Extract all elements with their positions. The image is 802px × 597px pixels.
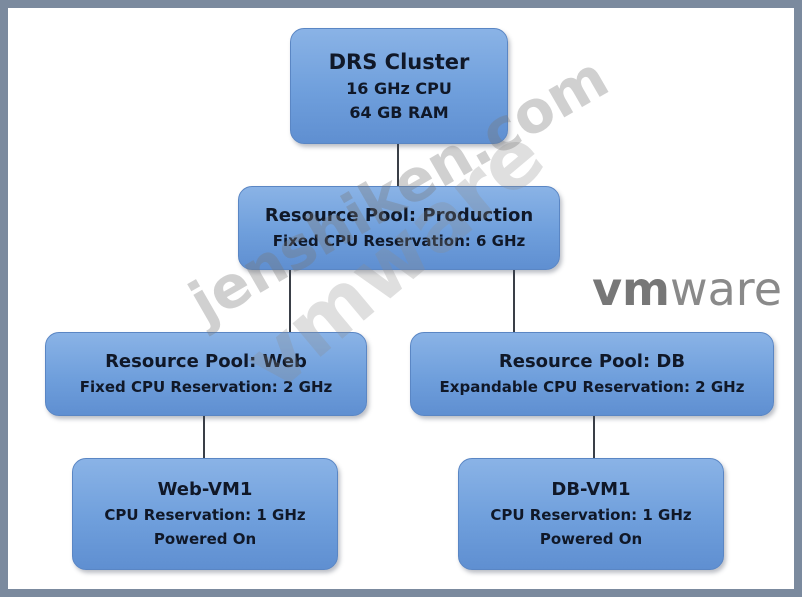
diagram-canvas: DRS Cluster 16 GHz CPU 64 GB RAM Resourc… — [8, 8, 794, 589]
node-detail: Powered On — [539, 530, 643, 548]
node-resource-pool-production: Resource Pool: Production Fixed CPU Rese… — [238, 186, 560, 270]
node-title: Resource Pool: Web — [105, 351, 307, 372]
node-detail: 64 GB RAM — [349, 103, 449, 122]
node-detail: Expandable CPU Reservation: 2 GHz — [439, 378, 745, 396]
node-detail: CPU Reservation: 1 GHz — [490, 506, 692, 524]
node-drs-cluster: DRS Cluster 16 GHz CPU 64 GB RAM — [290, 28, 508, 144]
node-title: DB-VM1 — [551, 479, 631, 500]
node-title: Web-VM1 — [157, 479, 253, 500]
connector-lines — [203, 144, 595, 460]
node-detail: Fixed CPU Reservation: 6 GHz — [272, 232, 526, 250]
node-detail: CPU Reservation: 1 GHz — [104, 506, 306, 524]
node-db-vm1: DB-VM1 CPU Reservation: 1 GHz Powered On — [458, 458, 724, 570]
vmware-logo-watermark: vmware — [592, 262, 782, 316]
node-detail: Powered On — [153, 530, 257, 548]
node-title: Resource Pool: Production — [264, 205, 534, 226]
node-detail: 16 GHz CPU — [346, 79, 452, 98]
node-title: DRS Cluster — [328, 50, 470, 74]
logo-vm: vm — [592, 262, 670, 316]
node-resource-pool-web: Resource Pool: Web Fixed CPU Reservation… — [45, 332, 367, 416]
node-web-vm1: Web-VM1 CPU Reservation: 1 GHz Powered O… — [72, 458, 338, 570]
node-detail: Fixed CPU Reservation: 2 GHz — [79, 378, 333, 396]
node-title: Resource Pool: DB — [498, 351, 686, 372]
node-resource-pool-db: Resource Pool: DB Expandable CPU Reserva… — [410, 332, 774, 416]
logo-ware: ware — [669, 262, 782, 316]
